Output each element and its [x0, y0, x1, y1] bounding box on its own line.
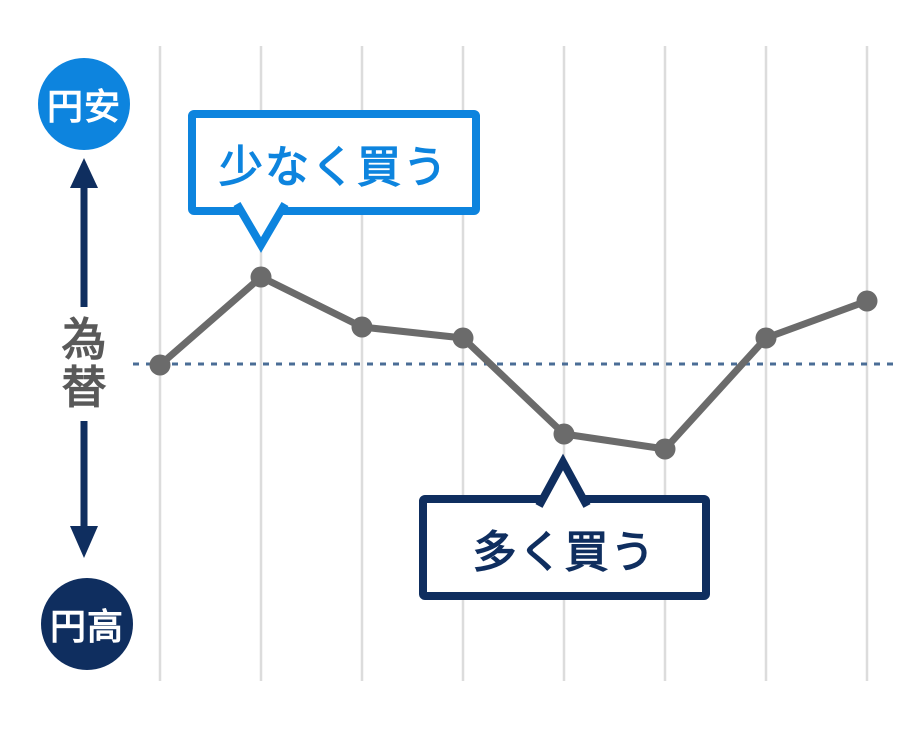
yen-weak-label: 円安	[46, 86, 121, 127]
callout-buy-more-tail-icon	[535, 453, 591, 508]
yen-strong-badge: 円高	[41, 578, 133, 670]
exchange-axis-label: 為替	[61, 314, 107, 413]
callout-buy-less-label: 少なく買う	[219, 142, 449, 192]
yen-strong-label: 円高	[49, 606, 124, 647]
yen-weak-badge: 円安	[38, 58, 130, 150]
callout-buy-less: 少なく買う	[188, 110, 480, 215]
callout-buy-more: 多く買う	[419, 495, 710, 600]
callout-buy-more-label: 多く買う	[472, 527, 657, 577]
callout-buy-less-tail-icon	[233, 201, 289, 253]
